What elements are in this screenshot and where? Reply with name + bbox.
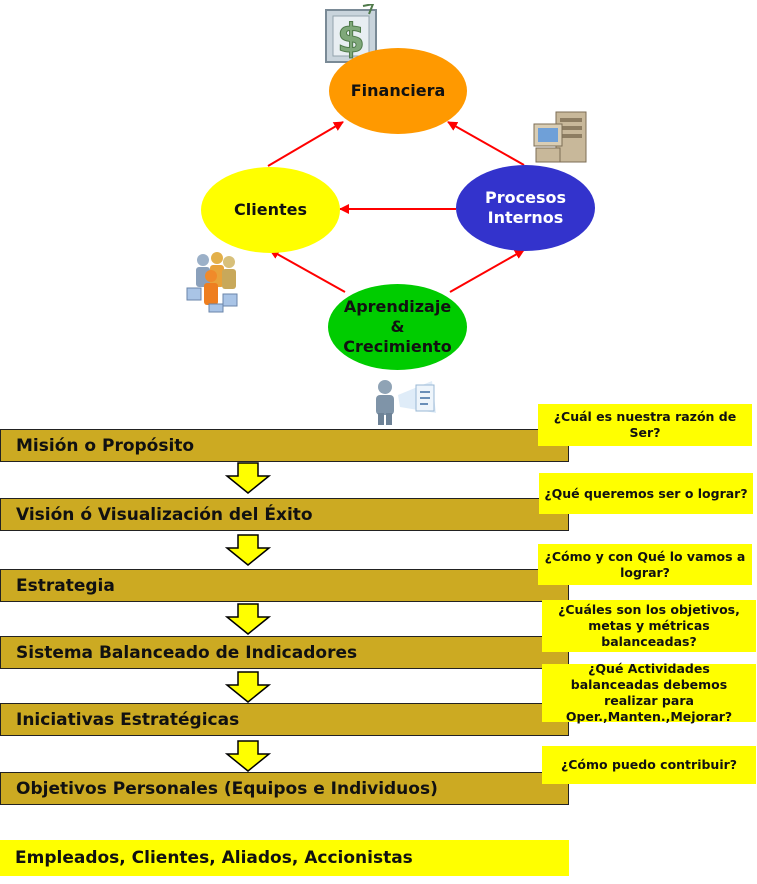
question-vision: ¿Qué queremos ser o lograr?: [539, 473, 753, 514]
level-mision: Misión o Propósito: [0, 429, 569, 462]
down-arrow: [225, 534, 271, 566]
level-label: Sistema Balanceado de Indicadores: [16, 642, 358, 663]
person-presentation-icon: [376, 380, 436, 425]
down-arrow: [225, 740, 271, 772]
question-text: ¿Cómo y con Qué lo vamos a lograr?: [544, 548, 746, 580]
financiera-label: Financiera: [350, 81, 446, 100]
procesos-label-line1: Procesos: [485, 188, 566, 207]
level-objetivos-personales: Objetivos Personales (Equipos e Individu…: [0, 772, 569, 805]
computer-server-icon: [533, 111, 587, 163]
level-label: Estrategia: [16, 575, 115, 596]
arrow-procesos-financiera: [447, 121, 525, 166]
footer-stakeholders: Empleados, Clientes, Aliados, Accionista…: [0, 840, 569, 876]
arrow-clientes-financiera: [267, 121, 344, 167]
question-indicadores: ¿Cuáles son los objetivos, metas y métri…: [542, 600, 756, 652]
level-sistema-indicadores: Sistema Balanceado de Indicadores: [0, 636, 569, 669]
level-label: Iniciativas Estratégicas: [16, 709, 240, 730]
arrow-aprendizaje-clientes: [269, 249, 346, 293]
question-iniciativas: ¿Qué Actividades balanceadas debemos rea…: [542, 661, 756, 724]
procesos-label-line2: Internos: [487, 208, 564, 227]
down-arrow: [225, 603, 271, 635]
level-label: Misión o Propósito: [16, 435, 195, 456]
level-vision: Visión ó Visualización del Éxito: [0, 498, 569, 531]
aprendizaje-label-line2: &: [390, 317, 405, 336]
question-text: ¿Cuál es nuestra razón de Ser?: [553, 409, 737, 440]
level-label: Visión ó Visualización del Éxito: [16, 504, 313, 525]
aprendizaje-node: Aprendizaje & Crecimiento: [328, 284, 467, 370]
procesos-node: Procesos Internos: [456, 165, 595, 251]
level-estrategia: Estrategia: [0, 569, 569, 602]
arrow-aprendizaje-procesos: [449, 249, 525, 293]
question-text: ¿Qué queremos ser o lograr?: [544, 485, 748, 501]
question-text: ¿Qué Actividades balanceadas debemos rea…: [565, 661, 733, 724]
aprendizaje-label-line1: Aprendizaje: [343, 297, 452, 316]
clientes-node: Clientes: [201, 167, 340, 253]
level-iniciativas: Iniciativas Estratégicas: [0, 703, 569, 736]
question-objetivos: ¿Cómo puedo contribuir?: [542, 746, 756, 784]
clientes-label: Clientes: [234, 200, 307, 219]
aprendizaje-label-line3: Crecimiento: [343, 337, 452, 356]
question-text: ¿Cuáles son los objetivos, metas y métri…: [558, 602, 740, 649]
cycle-arrows: [267, 121, 525, 293]
level-label: Objetivos Personales (Equipos e Individu…: [16, 778, 438, 799]
down-arrow: [225, 671, 271, 703]
footer-label: Empleados, Clientes, Aliados, Accionista…: [15, 848, 413, 868]
question-estrategia: ¿Cómo y con Qué lo vamos a lograr?: [538, 544, 752, 585]
people-group-icon: [186, 252, 238, 313]
question-mision: ¿Cuál es nuestra razón de Ser?: [538, 404, 752, 446]
financiera-node: Financiera: [329, 48, 467, 134]
question-text: ¿Cómo puedo contribuir?: [560, 757, 738, 772]
down-arrow: [225, 462, 271, 494]
